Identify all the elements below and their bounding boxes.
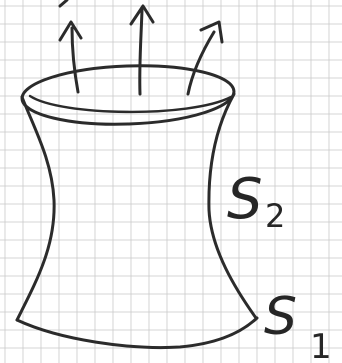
s1-letter: S	[264, 287, 297, 347]
s2-label: S 2	[227, 167, 285, 235]
flux-arrows	[58, 0, 224, 96]
left-side-wall	[15, 95, 56, 322]
s2-subscript: 2	[265, 197, 285, 235]
right-arrow-head	[199, 20, 224, 44]
right-arrow-shaft	[186, 30, 216, 96]
s1-subscript: 1	[310, 327, 332, 363]
s2-letter: S	[227, 167, 263, 232]
edge-arrow-tip	[58, 0, 69, 8]
left-arrow-shaft	[70, 26, 80, 94]
right-side-wall	[207, 92, 258, 320]
top-rim-inner-stroke	[28, 94, 233, 114]
bottom-curve	[15, 316, 259, 349]
middle-arrow-head	[129, 4, 155, 26]
hourglass-surface	[15, 64, 259, 349]
s1-label: S 1	[264, 287, 332, 363]
left-arrow-head	[58, 20, 83, 42]
middle-arrow-shaft	[138, 8, 144, 96]
